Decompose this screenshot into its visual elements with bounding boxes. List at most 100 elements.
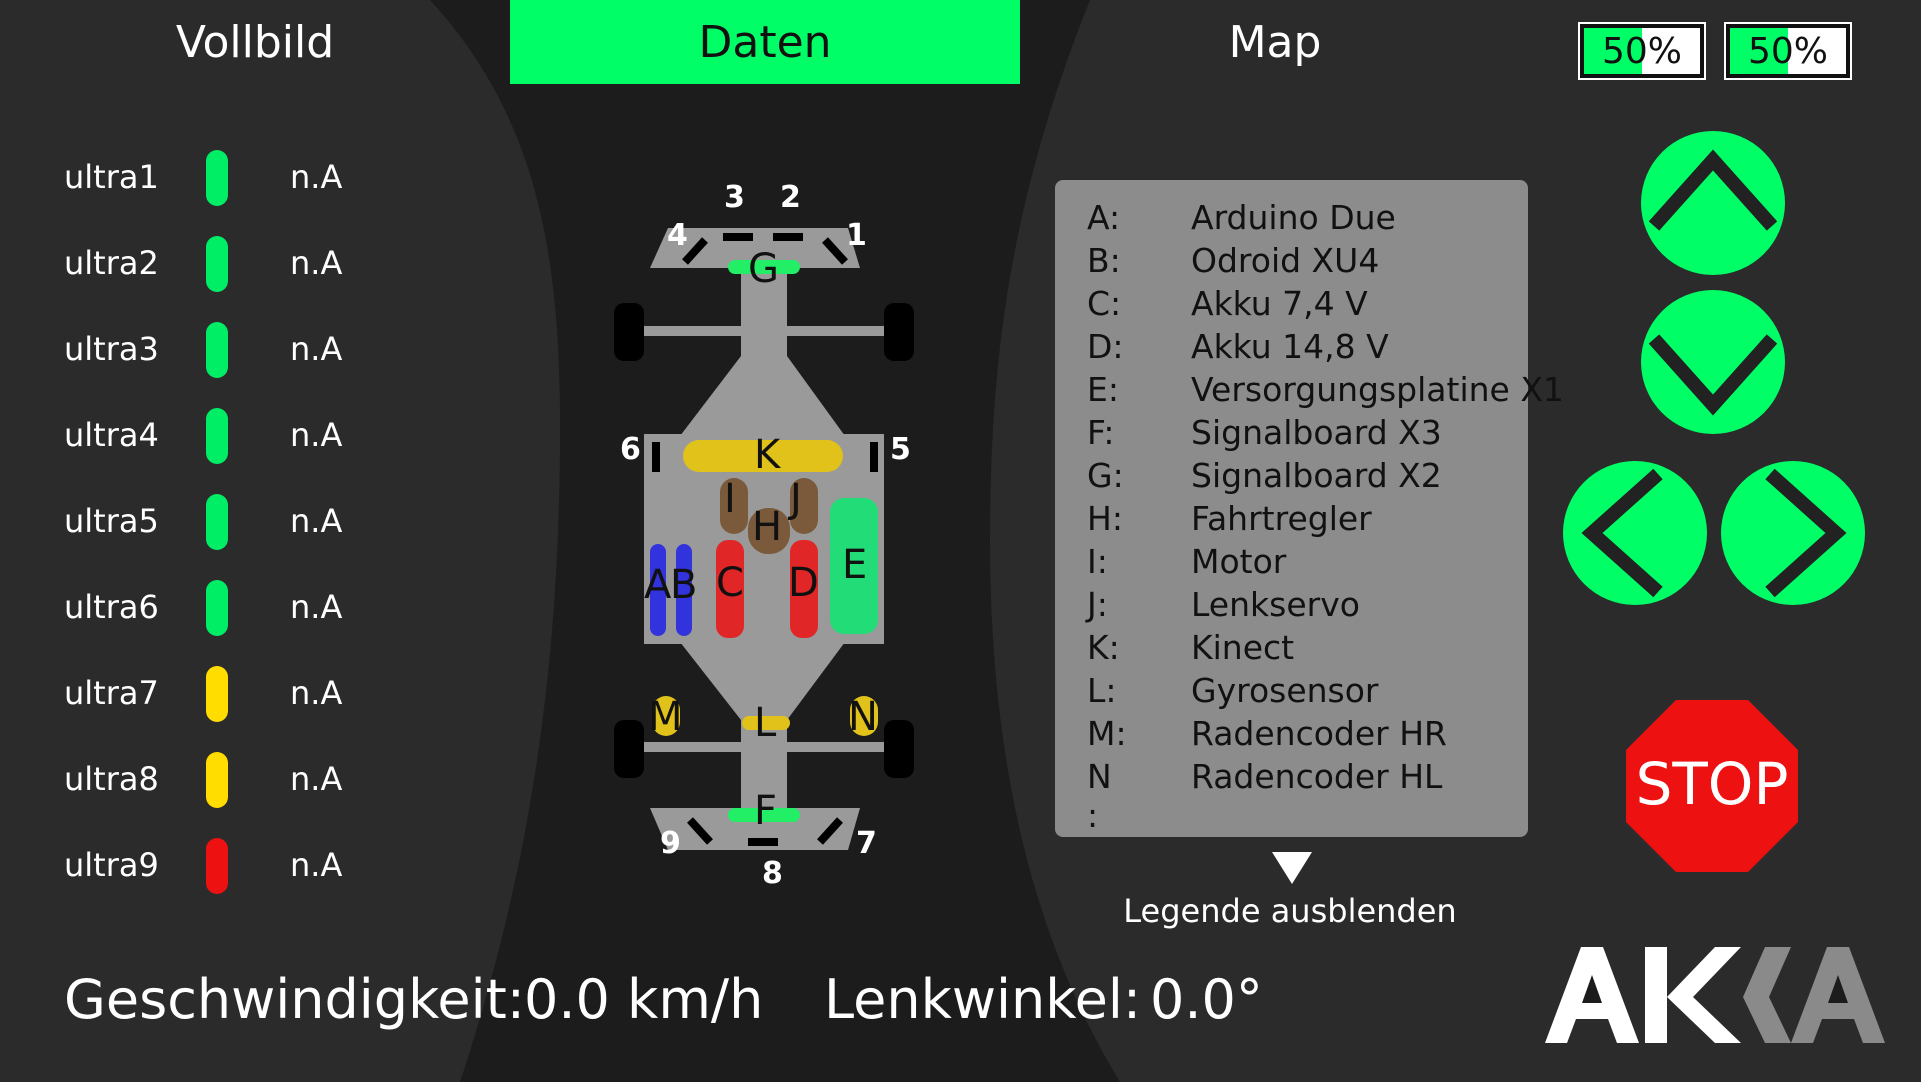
sensor-name: ultra5	[64, 502, 159, 540]
sensor-row: ultra6 n.A	[64, 580, 394, 640]
sensor-number-3: 3	[724, 180, 745, 215]
sensor-number-5: 5	[890, 432, 911, 467]
component-label-c: C	[716, 560, 744, 606]
legend-key: E:	[1087, 370, 1119, 409]
speed-value: 0.0 km/h	[524, 968, 764, 1031]
backward-button[interactable]	[1640, 289, 1786, 435]
sensor-name: ultra4	[64, 416, 159, 454]
sensor-value: n.A	[290, 416, 343, 454]
component-label-d: D	[788, 560, 819, 606]
sensor-name: ultra7	[64, 674, 159, 712]
legend-value: Arduino Due	[1191, 198, 1396, 237]
sensor-number-4: 4	[667, 218, 688, 253]
sensor-name: ultra3	[64, 330, 159, 368]
stop-label: STOP	[1636, 750, 1789, 818]
legend-value: Kinect	[1191, 628, 1295, 667]
battery-label-2: 50%	[1747, 30, 1828, 72]
legend-value: Versorgungsplatine X1	[1191, 370, 1564, 409]
tab-daten[interactable]: Daten	[510, 0, 1020, 84]
sensor-value: n.A	[290, 846, 343, 884]
sensor-number-6: 6	[620, 432, 641, 467]
sensor-number-9: 9	[660, 826, 681, 861]
sensor-status-led	[206, 752, 228, 808]
legend-value: Fahrtregler	[1191, 499, 1372, 538]
chevron-left-icon	[1581, 468, 1663, 598]
legend-toggle-button[interactable]: Legende ausblenden	[1120, 850, 1460, 930]
component-label-g: G	[748, 246, 779, 292]
sensor-name: ultra2	[64, 244, 159, 282]
legend-value: Motor	[1191, 542, 1287, 581]
legend-value: Signalboard X2	[1191, 456, 1442, 495]
steering-label: Lenkwinkel:	[824, 968, 1142, 1031]
component-label-b: B	[670, 562, 698, 608]
stop-button[interactable]: STOP	[1624, 698, 1800, 874]
legend-key: A:	[1087, 198, 1121, 237]
legend-value: Signalboard X3	[1191, 413, 1442, 452]
sensor-value: n.A	[290, 244, 343, 282]
sensor-status-led	[206, 666, 228, 722]
component-label-m: M	[648, 694, 683, 740]
sensor-row: ultra2 n.A	[64, 236, 394, 296]
steer-right-button[interactable]	[1720, 460, 1866, 606]
legend-key: N :	[1087, 757, 1112, 835]
sensor-name: ultra8	[64, 760, 159, 798]
sensor-number-7: 7	[856, 826, 877, 861]
sensor-row: ultra4 n.A	[64, 408, 394, 468]
component-label-e: E	[842, 542, 868, 588]
component-label-j: J	[790, 476, 802, 522]
sensor-value: n.A	[290, 588, 343, 626]
legend-panel: A:Arduino Due B:Odroid XU4 C:Akku 7,4 V …	[1055, 180, 1564, 837]
legend-key: K:	[1087, 628, 1120, 667]
component-label-i: I	[724, 476, 736, 522]
sensor-value: n.A	[290, 330, 343, 368]
component-label-a: A	[644, 562, 672, 608]
legend-key: D:	[1087, 327, 1124, 366]
legend-value: Radencoder HR	[1191, 714, 1447, 753]
component-label-n: N	[848, 694, 878, 740]
triangle-down-icon	[1272, 852, 1312, 884]
component-label-l: L	[754, 700, 777, 746]
legend-toggle-label: Legende ausblenden	[1123, 892, 1457, 930]
legend-key: J:	[1087, 585, 1108, 624]
legend-key: C:	[1087, 284, 1122, 323]
legend-value: Akku 14,8 V	[1191, 327, 1389, 366]
legend-value: Akku 7,4 V	[1191, 284, 1368, 323]
sensor-name: ultra6	[64, 588, 159, 626]
sensor-value: n.A	[290, 674, 343, 712]
chevron-right-icon	[1765, 468, 1847, 598]
tab-vollbild[interactable]: Vollbild	[175, 16, 335, 68]
sensor-name: ultra9	[64, 846, 159, 884]
sensor-row: ultra8 n.A	[64, 752, 394, 812]
sensor-number-8: 8	[762, 856, 783, 891]
sensor-status-led	[206, 322, 228, 378]
legend-key: G:	[1087, 456, 1124, 495]
tab-map[interactable]: Map	[1228, 16, 1322, 68]
component-label-h: H	[752, 504, 783, 550]
sensor-status-led	[206, 150, 228, 206]
sensor-value: n.A	[290, 158, 343, 196]
legend-key: L:	[1087, 671, 1117, 710]
sensor-value: n.A	[290, 760, 343, 798]
legend-value: Lenkservo	[1191, 585, 1360, 624]
sensor-number-1: 1	[846, 218, 867, 253]
legend-key: M:	[1087, 714, 1127, 753]
sensor-row: ultra9 n.A	[64, 838, 394, 898]
sensor-name: ultra1	[64, 158, 159, 196]
legend-value: Gyrosensor	[1191, 671, 1379, 710]
legend-value: Radencoder HL	[1191, 757, 1443, 796]
sensor-row: ultra3 n.A	[64, 322, 394, 382]
battery-fill-1	[1584, 28, 1642, 74]
battery-indicator-1: 50%	[1578, 22, 1706, 80]
battery-label-1: 50%	[1601, 30, 1682, 72]
battery-indicator-2: 50%	[1724, 22, 1852, 80]
sensor-status-led	[206, 408, 228, 464]
component-label-f: F	[754, 788, 778, 834]
sensor-status-led	[206, 838, 228, 894]
legend-key: I:	[1087, 542, 1108, 581]
forward-button[interactable]	[1640, 130, 1786, 276]
legend-key: F:	[1087, 413, 1115, 452]
chevron-up-icon	[1648, 149, 1778, 231]
sensor-row: ultra1 n.A	[64, 150, 394, 210]
steer-left-button[interactable]	[1562, 460, 1708, 606]
sensor-value: n.A	[290, 502, 343, 540]
